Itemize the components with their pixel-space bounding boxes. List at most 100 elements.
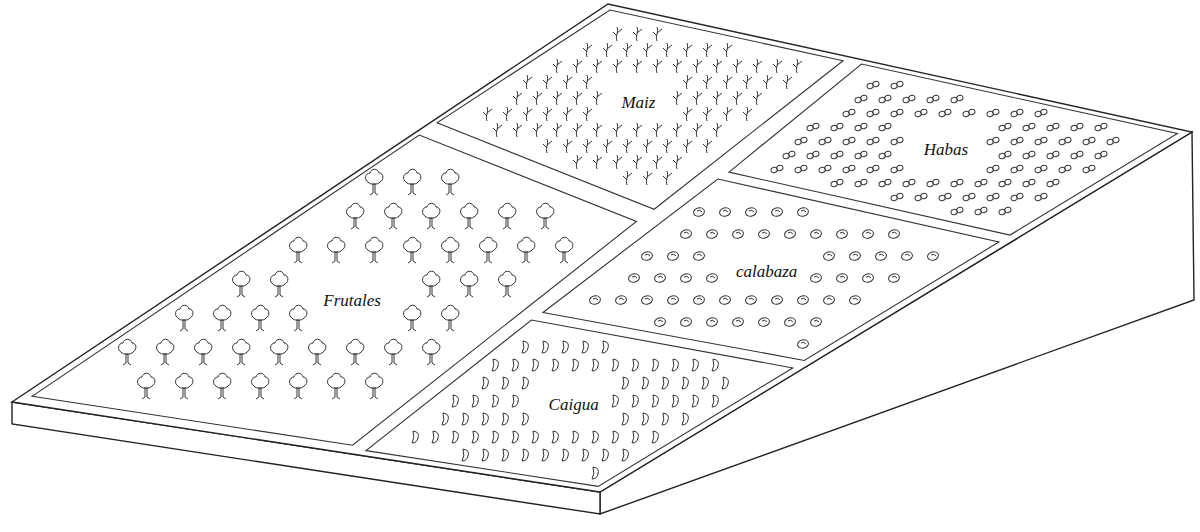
frutal-symbol xyxy=(404,305,421,331)
caigua-symbol xyxy=(662,413,668,425)
caigua-symbol xyxy=(662,377,668,389)
frutal-symbol xyxy=(423,271,440,297)
maiz-symbol xyxy=(573,155,582,169)
caigua-symbol xyxy=(592,359,598,371)
caigua-symbol xyxy=(532,359,538,371)
habas-symbol xyxy=(974,178,987,187)
habas-symbol xyxy=(1034,164,1047,173)
calabaza-symbol xyxy=(745,206,758,217)
caigua-symbol xyxy=(452,431,458,443)
caigua-symbol xyxy=(602,449,608,461)
maiz-symbol xyxy=(583,139,592,153)
maiz-symbol xyxy=(653,123,662,137)
habas-symbol xyxy=(986,136,999,145)
maiz-symbol xyxy=(703,107,712,121)
calabaza-symbol xyxy=(628,272,641,283)
plot-border xyxy=(366,320,793,486)
maiz-symbol xyxy=(723,107,732,121)
maiz-symbol xyxy=(683,75,692,89)
caigua-symbol xyxy=(652,359,658,371)
habas-symbol xyxy=(878,122,891,131)
caigua-symbol xyxy=(442,413,448,425)
maiz-symbol xyxy=(683,43,692,57)
maiz-symbol xyxy=(673,155,682,169)
caigua-symbol xyxy=(562,449,568,461)
frutal-symbol xyxy=(290,373,307,399)
caigua-symbol xyxy=(502,413,508,425)
calabaza-symbol xyxy=(693,206,706,217)
habas-symbol xyxy=(794,136,807,145)
maiz-symbol xyxy=(573,91,582,105)
caigua-symbol xyxy=(492,431,498,443)
frutal-symbol xyxy=(214,373,231,399)
calabaza-symbol xyxy=(732,316,745,327)
maiz-symbol xyxy=(513,123,522,137)
frutal-symbol xyxy=(442,169,459,195)
habas-symbol xyxy=(890,136,903,145)
habas-symbol xyxy=(854,178,867,187)
caigua-symbol xyxy=(572,359,578,371)
habas-symbol xyxy=(1010,164,1023,173)
crop-name: calabaza xyxy=(736,262,797,282)
calabaza-symbol xyxy=(797,206,810,217)
caigua-symbol xyxy=(722,377,728,389)
maiz-symbol xyxy=(643,139,652,153)
habas-symbol xyxy=(926,178,939,187)
calabaza-symbol xyxy=(862,272,875,283)
habas-symbol xyxy=(770,164,783,173)
habas-symbol xyxy=(842,136,855,145)
maiz-symbol xyxy=(583,43,592,57)
frutal-symbol xyxy=(271,271,288,297)
habas-symbol xyxy=(782,150,795,159)
calabaza-symbol xyxy=(758,228,771,239)
calabaza-symbol xyxy=(797,338,810,349)
caigua-symbol xyxy=(622,449,628,461)
calabaza-symbol xyxy=(849,294,862,305)
calabaza-symbol xyxy=(693,250,706,261)
caigua-symbol xyxy=(642,377,648,389)
caigua-symbol xyxy=(702,377,708,389)
frutal-symbol xyxy=(366,237,383,263)
maiz-symbol xyxy=(743,75,752,89)
caigua-symbol xyxy=(462,449,468,461)
maiz-symbol xyxy=(583,107,592,121)
maiz-symbol xyxy=(603,139,612,153)
caigua-symbol xyxy=(592,467,598,479)
calabaza-symbol xyxy=(862,228,875,239)
maiz-symbol xyxy=(613,123,622,137)
maiz-symbol xyxy=(713,59,722,73)
habas-symbol xyxy=(986,164,999,173)
maiz-symbol xyxy=(583,75,592,89)
caigua-symbol xyxy=(652,431,658,443)
maiz-symbol xyxy=(723,75,732,89)
frutal-symbol xyxy=(556,237,573,263)
frutal-symbol xyxy=(461,203,478,229)
maiz-symbol xyxy=(553,123,562,137)
maiz-symbol xyxy=(643,43,652,57)
maiz-symbol xyxy=(643,171,652,185)
maiz-symbol xyxy=(593,123,602,137)
maiz-symbol xyxy=(523,75,532,89)
caigua-symbol xyxy=(682,413,688,425)
caigua-symbol xyxy=(692,395,698,407)
habas-symbol xyxy=(830,178,843,187)
maiz-symbol xyxy=(673,123,682,137)
frutal-symbol xyxy=(442,305,459,331)
caigua-symbol xyxy=(462,413,468,425)
caigua-symbol xyxy=(632,359,638,371)
calabaza-symbol xyxy=(797,294,810,305)
frutal-symbol xyxy=(290,305,307,331)
habas-symbol xyxy=(1058,136,1071,145)
maiz-symbol xyxy=(773,59,782,73)
calabaza-symbol xyxy=(836,272,849,283)
caigua-symbol xyxy=(632,431,638,443)
caigua-symbol xyxy=(522,341,528,353)
maiz-symbol xyxy=(563,75,572,89)
maiz-symbol xyxy=(693,59,702,73)
frutal-symbol xyxy=(423,203,440,229)
caigua-symbol xyxy=(472,431,478,443)
crop-plot: Caigua xyxy=(366,320,793,486)
habas-symbol xyxy=(962,108,975,117)
maiz-symbol xyxy=(673,91,682,105)
